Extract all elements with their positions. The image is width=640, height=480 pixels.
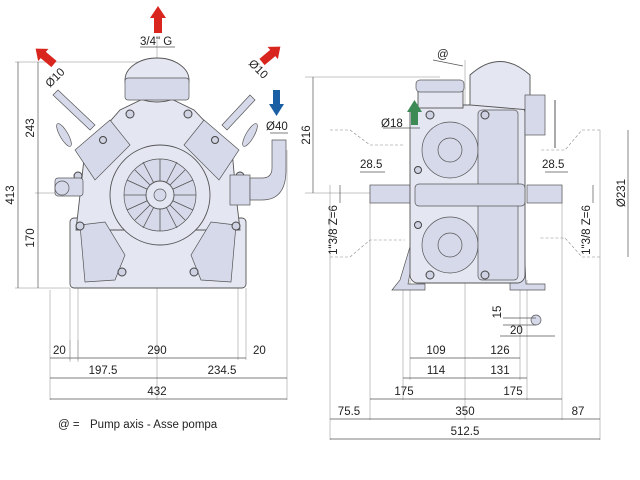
half-right-label: 175	[503, 386, 522, 398]
return-port-label: Ø18	[381, 118, 403, 130]
height-total-label: 413	[5, 185, 17, 204]
base-right-label: 20	[253, 345, 266, 357]
height-lower-label: 170	[25, 228, 37, 247]
height-upper-label: 243	[25, 118, 37, 137]
legend: @ = Pump axis - Asse pompa	[58, 419, 218, 431]
overhang-right-label: 87	[572, 406, 585, 418]
foot-left-inner-label: 109	[426, 345, 445, 357]
shaft-spec-right-label: 1"3/8 Z=6	[581, 205, 593, 255]
half-left-label: 175	[394, 386, 413, 398]
width-right-label: 234.5	[208, 365, 237, 377]
slot-height-label: 15	[492, 306, 504, 319]
left-port-label: Ø10	[44, 66, 68, 90]
return-arrow-icon	[407, 100, 422, 125]
legend-text: Pump axis - Asse pompa	[90, 419, 218, 431]
slot-width-label: 20	[510, 325, 523, 337]
side-pump-body	[369, 61, 563, 326]
left-outlet-arrow-icon	[35, 48, 57, 68]
width-left-label: 197.5	[89, 365, 118, 377]
flange-diameter-label: Ø231	[616, 179, 628, 207]
outlet-thread-label: 3/4" G	[140, 36, 172, 48]
width-total-label: 432	[147, 386, 166, 398]
front-view: 3/4" G Ø10 Ø10 Ø40 413 243 170 20 290 20…	[5, 6, 288, 400]
inlet-arrow-icon	[269, 90, 284, 116]
legend-symbol: @ =	[58, 419, 80, 431]
total-length-label: 512.5	[451, 426, 480, 438]
base-mid-label: 290	[147, 345, 166, 357]
overhang-left-label: 75.5	[338, 406, 360, 418]
side-height-label: 216	[301, 125, 313, 144]
foot-right-outer-label: 131	[490, 365, 509, 377]
outlet-arrow-icon	[150, 6, 166, 33]
inlet-diameter-label: Ø40	[266, 121, 288, 133]
span-label: 350	[455, 406, 474, 418]
front-pump-body	[52, 57, 287, 289]
right-outlet-arrow-icon	[259, 46, 281, 66]
base-left-label: 20	[53, 345, 66, 357]
shaft-spec-left-label: 1"3/8 Z=6	[328, 205, 340, 255]
foot-left-outer-label: 114	[427, 365, 446, 377]
foot-right-inner-label: 126	[490, 345, 509, 357]
side-view: @ 216 Ø18 28.5 28.5 1"3/8 Z=6 1"3/8 Z=6 …	[301, 49, 629, 440]
shaft-left-length-label: 28.5	[360, 159, 382, 171]
shaft-right-length-label: 28.5	[542, 159, 564, 171]
axis-marker-label: @	[437, 49, 449, 61]
